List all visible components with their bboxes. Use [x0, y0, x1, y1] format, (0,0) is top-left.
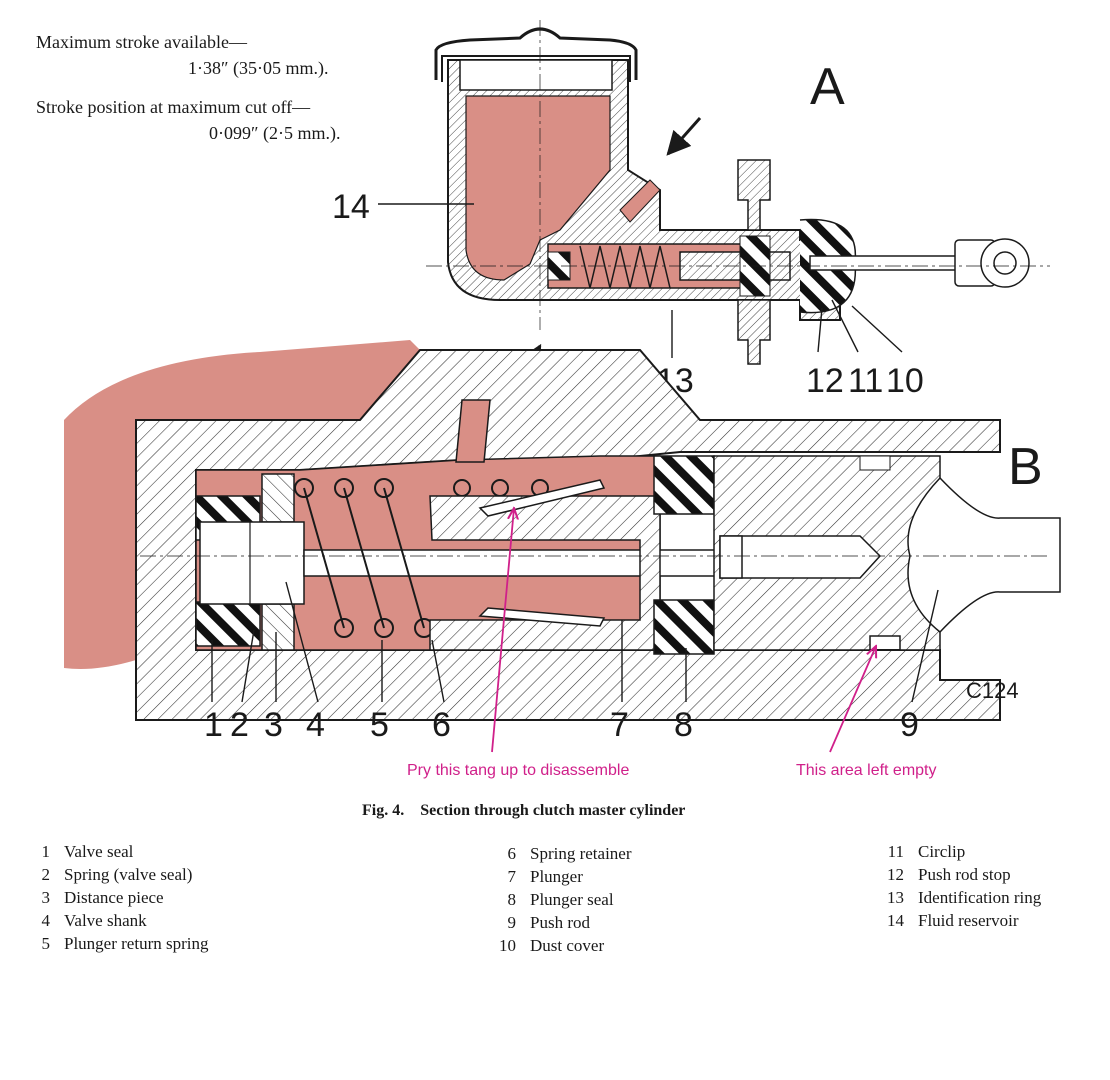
figure-caption: Fig. 4. Section through clutch master cy… — [362, 802, 685, 819]
legend-item: 14 Fluid reservoir — [868, 909, 1041, 932]
legend-item: 8 Plunger seal — [480, 888, 632, 911]
legend-number: 13 — [887, 888, 904, 907]
legend-column-1: 1 Valve seal 2 Spring (valve seal) 3 Distan… — [20, 840, 209, 955]
view-b-drawing — [64, 340, 1061, 753]
legend-number: 5 — [41, 934, 51, 953]
legend-item: 7 Plunger — [480, 865, 632, 888]
legend-label: Identification ring — [918, 888, 1042, 907]
legend-label: Plunger seal — [530, 890, 614, 909]
legend-number: 8 — [507, 890, 517, 909]
legend-label: Plunger return spring — [64, 934, 209, 953]
view-b-leaders — [211, 581, 939, 703]
tang-arrow — [491, 508, 514, 753]
legend-item: 12 Push rod stop — [868, 863, 1041, 886]
legend-item: 9 Push rod — [480, 911, 632, 934]
valve-shank-head — [199, 521, 305, 605]
legend-number: 2 — [41, 865, 51, 884]
plunger-seal-bottom — [653, 599, 715, 655]
callout-14: 14 — [332, 188, 370, 226]
plunger-seal-top — [653, 455, 715, 515]
callout-9: 9 — [900, 706, 919, 744]
push-rod-cavity — [719, 535, 882, 579]
callout-11: 11 — [848, 362, 883, 400]
legend-item: 11 Circlip — [868, 840, 1041, 863]
figure-caption-prefix: Fig. 4. — [362, 802, 404, 819]
legend-number: 4 — [41, 911, 51, 930]
callout-12: 12 — [806, 362, 844, 400]
plunger-body — [429, 495, 661, 651]
legend-label: Valve seal — [64, 842, 134, 861]
callout-8: 8 — [674, 706, 693, 744]
distance-piece-top — [261, 473, 295, 523]
legend-number: 14 — [887, 911, 904, 930]
legend-number: 1 — [41, 842, 51, 861]
stroke-note-value: 1·38″ (35·05 mm.). — [188, 58, 328, 79]
legend-label: Push rod stop — [918, 865, 1011, 884]
legend-label: Distance piece — [64, 888, 164, 907]
legend-item: 13 Identification ring — [868, 886, 1041, 909]
legend-number: 6 — [507, 844, 517, 863]
legend-number: 12 — [887, 865, 904, 884]
view-label-b: B — [1008, 438, 1043, 496]
legend-item: 10 Dust cover — [480, 934, 632, 957]
callout-3: 3 — [264, 706, 283, 744]
legend-number: 10 — [499, 936, 516, 955]
legend-number: 9 — [507, 913, 517, 932]
distance-piece-bottom — [261, 603, 295, 651]
push-rod-a — [809, 255, 961, 271]
legend-item: 1 Valve seal — [20, 840, 208, 863]
legend-item: 2 Spring (valve seal) — [20, 863, 208, 886]
callout-1: 1 — [204, 706, 223, 744]
view-a-drawing — [426, 20, 1050, 365]
legend-label: Dust cover — [530, 936, 605, 955]
tang-annotation: Pry this tang up to disassemble — [407, 762, 629, 779]
valve-seal-bottom — [195, 601, 261, 647]
push-rod-ball — [907, 476, 1061, 634]
legend-label: Valve shank — [64, 911, 147, 930]
drawing-code: C124 — [966, 678, 1019, 703]
cutoff-note-value: 0·099″ (2·5 mm.). — [209, 123, 340, 144]
legend-number: 7 — [507, 867, 517, 886]
view-a-leaders — [378, 203, 903, 358]
legend-label: Spring retainer — [530, 844, 632, 863]
mounting-flange — [737, 159, 771, 231]
legend-item: 3 Distance piece — [20, 886, 208, 909]
empty-area-arrow — [829, 646, 876, 753]
legend-number: 11 — [887, 842, 904, 861]
callout-5: 5 — [370, 706, 389, 744]
callout-7: 7 — [610, 706, 629, 744]
legend-number: 3 — [41, 888, 51, 907]
callout-2: 2 — [230, 706, 249, 744]
callout-4: 4 — [306, 706, 325, 744]
legend-label: Push rod — [530, 913, 590, 932]
legend-column-3: 11 Circlip 12 Push rod stop 13 Identificati… — [868, 840, 1041, 932]
legend-item: 5 Plunger return spring — [20, 932, 209, 955]
legend-item: 6 Spring retainer — [480, 842, 632, 865]
stroke-note-title: Maximum stroke available— — [36, 32, 248, 52]
callout-10: 10 — [886, 362, 924, 400]
empty-area-annotation: This area left empty — [796, 762, 937, 779]
legend-label: Spring (valve seal) — [64, 865, 193, 884]
reservoir-fluid — [465, 95, 611, 281]
callout-6: 6 — [432, 706, 451, 744]
legend-label: Fluid reservoir — [918, 911, 1019, 930]
legend-item: 4 Valve shank — [20, 909, 208, 932]
legend-label: Plunger — [530, 867, 583, 886]
figure-caption-text: Section through clutch master cylinder — [420, 802, 685, 819]
view-label-a: A — [810, 58, 845, 116]
legend-label: Circlip — [918, 842, 966, 861]
cutoff-note-title: Stroke position at maximum cut off— — [36, 97, 311, 117]
